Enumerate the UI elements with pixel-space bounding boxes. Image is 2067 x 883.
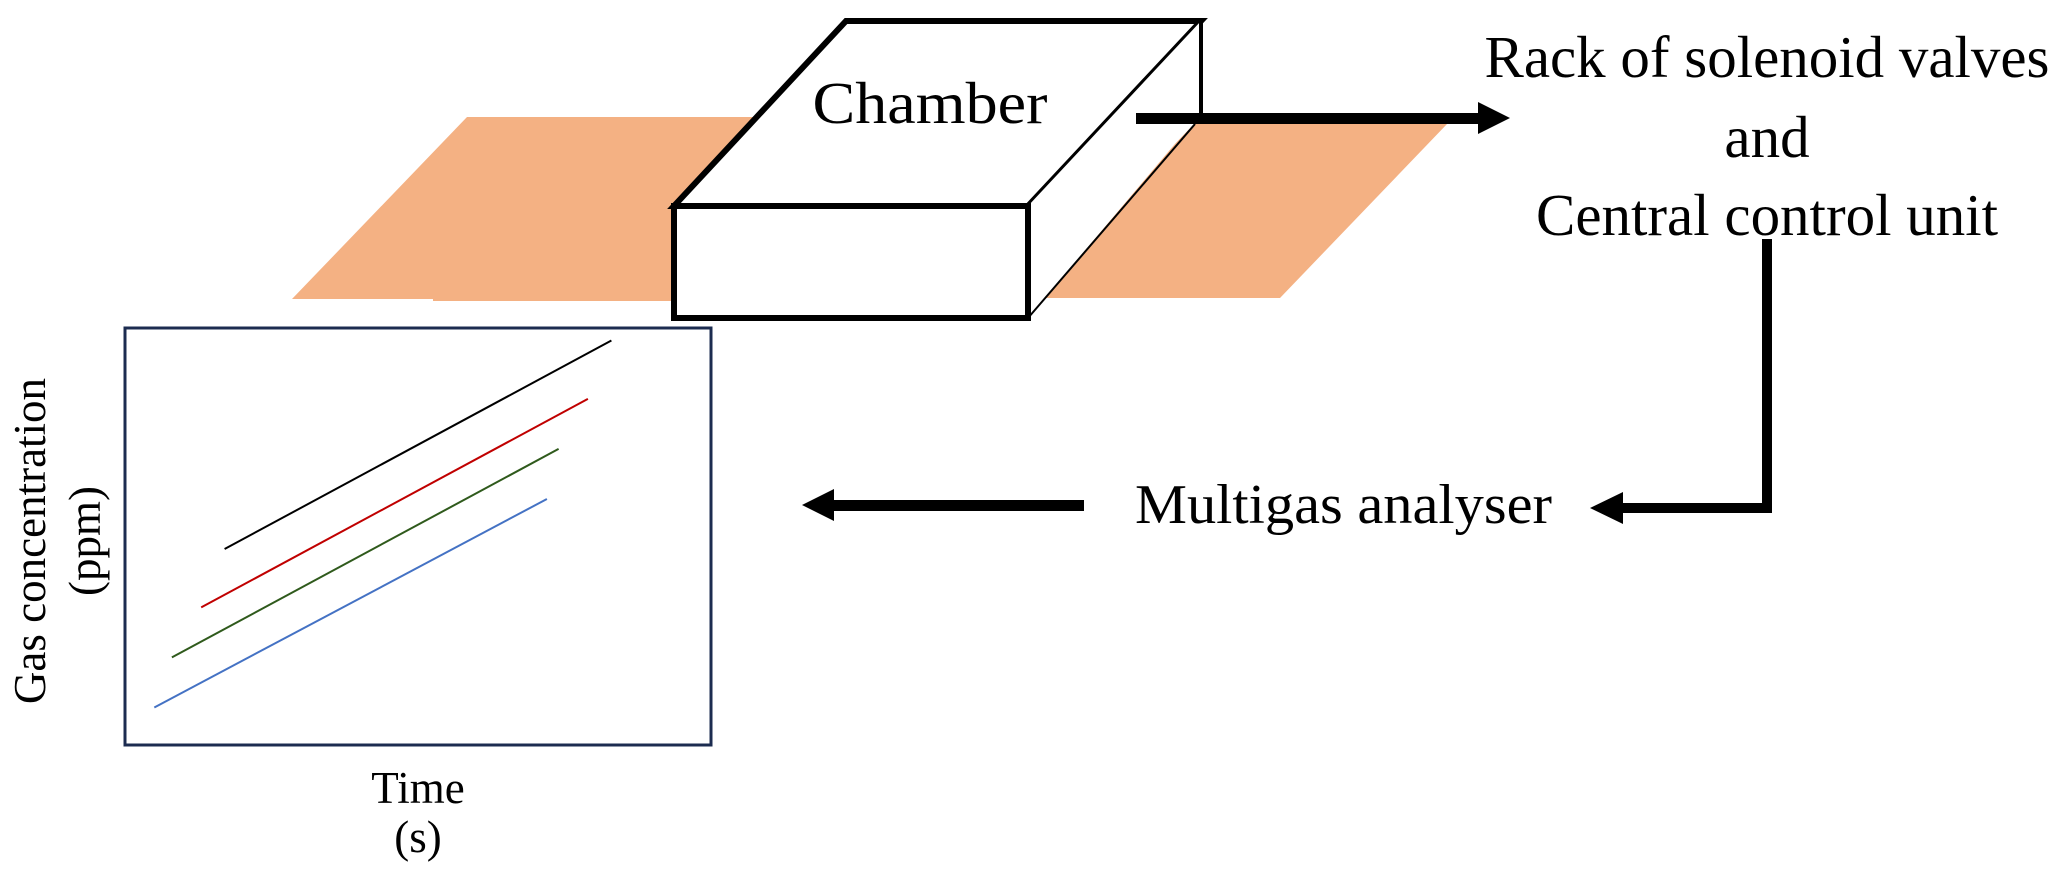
- chamber-bottom-edge: [1027, 123, 1196, 319]
- series-line-gas-1: [224, 339, 612, 550]
- plot-frame: [123, 326, 713, 747]
- series-line-gas-4: [153, 498, 548, 709]
- plot-series: [153, 339, 612, 709]
- soil-left: [292, 117, 760, 301]
- gas-concentration-plot: Gas concentration (ppm) Time (s): [5, 326, 713, 862]
- control-unit: Rack of solenoid valves and Central cont…: [1485, 24, 2050, 248]
- x-axis-label-line-2: (s): [394, 812, 441, 862]
- analyser-label: Multigas analyser: [1135, 474, 1552, 536]
- arrow-chamber-to-control: [1136, 102, 1510, 134]
- x-axis-label-line-1: Time: [371, 763, 464, 813]
- series-line-gas-2: [200, 398, 589, 609]
- chamber: Chamber: [667, 18, 1208, 321]
- chamber-side-face: [1028, 21, 1201, 318]
- chamber-label: Chamber: [813, 70, 1048, 136]
- arrow-analyser-to-plot: [802, 489, 1084, 521]
- series-line-gas-3: [171, 448, 560, 659]
- soil-right: [1027, 123, 1448, 298]
- control-label-line-2: and: [1724, 104, 1809, 170]
- control-label-line-3: Central control unit: [1536, 182, 1999, 248]
- y-axis-label-line-1: Gas concentration: [5, 378, 55, 704]
- chamber-front-face: [671, 203, 1031, 321]
- arrow-control-to-analyser: [1590, 239, 1772, 524]
- control-label-line-1: Rack of solenoid valves: [1485, 24, 2050, 90]
- y-axis-label-line-2: (ppm): [60, 486, 110, 596]
